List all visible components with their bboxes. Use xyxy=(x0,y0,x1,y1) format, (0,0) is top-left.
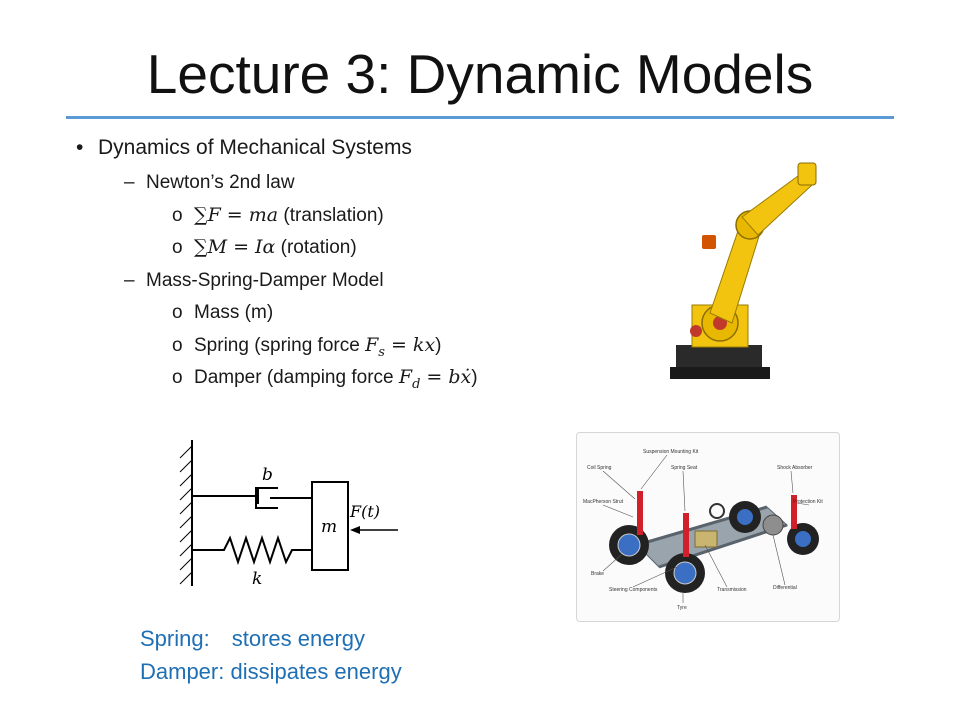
rear-right-hub xyxy=(795,531,811,547)
note-spring-text: stores energy xyxy=(231,626,366,651)
bullet-text: Dynamics of Mechanical Systems xyxy=(98,136,412,159)
wall-hatching xyxy=(179,445,193,585)
energy-notes: Spring: stores energy Damper: dissipates … xyxy=(140,626,402,692)
rear-shock-absorber xyxy=(791,495,797,529)
item-rotation: o ∑M = Iα (rotation) xyxy=(172,236,357,259)
note-damper-text: dissipates energy xyxy=(230,659,402,684)
force-label: F(t) xyxy=(349,502,380,521)
subbullet-newton: –Newton’s 2nd law xyxy=(124,172,295,194)
label-shock-absorber: Shock Absorber xyxy=(777,465,813,471)
label-spring-seat: Spring Seat xyxy=(671,465,698,471)
front-right-brake xyxy=(673,561,697,585)
mass-block xyxy=(311,481,349,571)
bullet-marker: • xyxy=(76,136,84,159)
damper-text: Damper (damping force xyxy=(194,367,399,388)
car-suspension-image: Suspension Mounting Kit Coil Spring Spri… xyxy=(576,432,840,622)
steering-wheel xyxy=(709,503,725,519)
dash-marker: – xyxy=(124,172,135,193)
label-coil-spring: Coil Spring xyxy=(587,465,612,471)
subbullet-msd: –Mass-Spring-Damper Model xyxy=(124,270,384,292)
subbullet-text: Mass-Spring-Damper Model xyxy=(146,270,384,291)
mass-text: Mass (m) xyxy=(194,302,274,323)
transmission-part xyxy=(694,530,718,548)
robot-base-plate xyxy=(670,367,770,379)
damper xyxy=(192,487,312,509)
dash-marker: – xyxy=(124,270,135,291)
translation-label: (translation) xyxy=(283,205,384,226)
label-protection-kit: Protection Kit xyxy=(793,499,823,505)
circle-marker: o xyxy=(172,302,183,323)
spring-text: Spring (spring force xyxy=(194,335,366,356)
rotation-equation: ∑M = Iα xyxy=(194,236,276,258)
label-differential: Differential xyxy=(773,585,797,591)
item-translation: o ∑F = ma (translation) xyxy=(172,204,384,227)
title-divider xyxy=(66,116,894,119)
rear-left-hub xyxy=(737,509,753,525)
note-damper: Damper: dissipates energy xyxy=(140,659,402,692)
spring-label: k xyxy=(252,569,262,589)
circle-marker: o xyxy=(172,205,183,226)
subbullet-text: Newton’s 2nd law xyxy=(146,172,295,193)
label-steering-components: Steering Components xyxy=(609,587,658,593)
slide-title: Lecture 3: Dynamic Models xyxy=(146,43,814,105)
mass-spring-damper-diagram: b k m F(t) xyxy=(179,440,398,589)
rotation-label: (rotation) xyxy=(280,237,357,258)
translation-equation: ∑F = ma xyxy=(194,204,279,226)
mass-label: m xyxy=(321,517,337,537)
label-transmission: Transmission xyxy=(717,587,747,593)
label-brake: Brake xyxy=(591,571,604,577)
note-spring-label: Spring: xyxy=(140,626,210,651)
spring-equation: Fs = kx xyxy=(365,334,436,360)
robot-lower-arm xyxy=(709,224,761,324)
robot-wrist xyxy=(797,162,817,186)
label-suspension-mounting-kit: Suspension Mounting Kit xyxy=(643,449,699,455)
damper-equation: Fd = bẋ xyxy=(398,366,472,392)
note-spring: Spring: stores energy xyxy=(140,626,402,659)
circle-marker: o xyxy=(172,367,183,388)
robot-arm-image xyxy=(670,162,817,379)
front-right-strut xyxy=(683,513,689,557)
label-macpherson-strut: MacPherson Strut xyxy=(583,499,624,505)
front-left-brake xyxy=(617,533,641,557)
damper-label: b xyxy=(262,465,273,485)
circle-marker: o xyxy=(172,237,183,258)
label-tyre: Tyre xyxy=(677,605,687,611)
bullet-dynamics: • Dynamics of Mechanical Systems xyxy=(76,136,412,160)
force-arrowhead xyxy=(350,526,360,534)
robot-motor xyxy=(702,235,716,249)
robot-base-motor xyxy=(690,325,702,337)
callout-lines xyxy=(602,454,810,603)
circle-marker: o xyxy=(172,335,183,356)
front-left-strut xyxy=(637,491,643,535)
spring xyxy=(192,534,312,566)
item-mass: o Mass (m) xyxy=(172,302,273,324)
note-damper-label: Damper: xyxy=(140,659,225,684)
differential-part xyxy=(762,514,784,536)
